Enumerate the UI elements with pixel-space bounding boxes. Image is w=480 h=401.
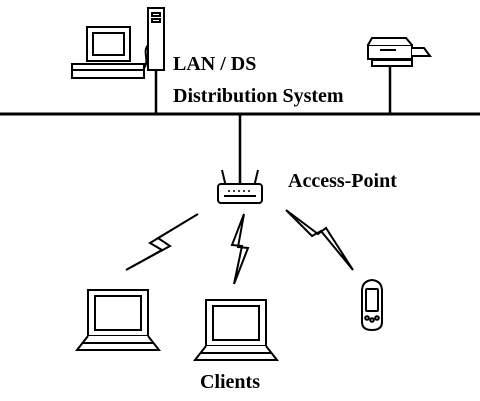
- access-point-label: Access-Point: [288, 170, 397, 192]
- access-point-icon: [217, 114, 263, 204]
- lan-ds-label: LAN / DS: [173, 53, 257, 75]
- wireless-signal-center: [230, 213, 250, 285]
- pda-icon: [361, 278, 383, 332]
- wireless-signal-right: [285, 209, 354, 271]
- printer-icon: [367, 37, 432, 114]
- distribution-system-label: Distribution System: [173, 85, 344, 107]
- desktop-computer-icon: [71, 7, 165, 114]
- wireless-signal-left: [125, 213, 199, 271]
- clients-label: Clients: [200, 371, 260, 393]
- laptop-icon: [74, 289, 162, 351]
- laptop-icon: [192, 299, 280, 361]
